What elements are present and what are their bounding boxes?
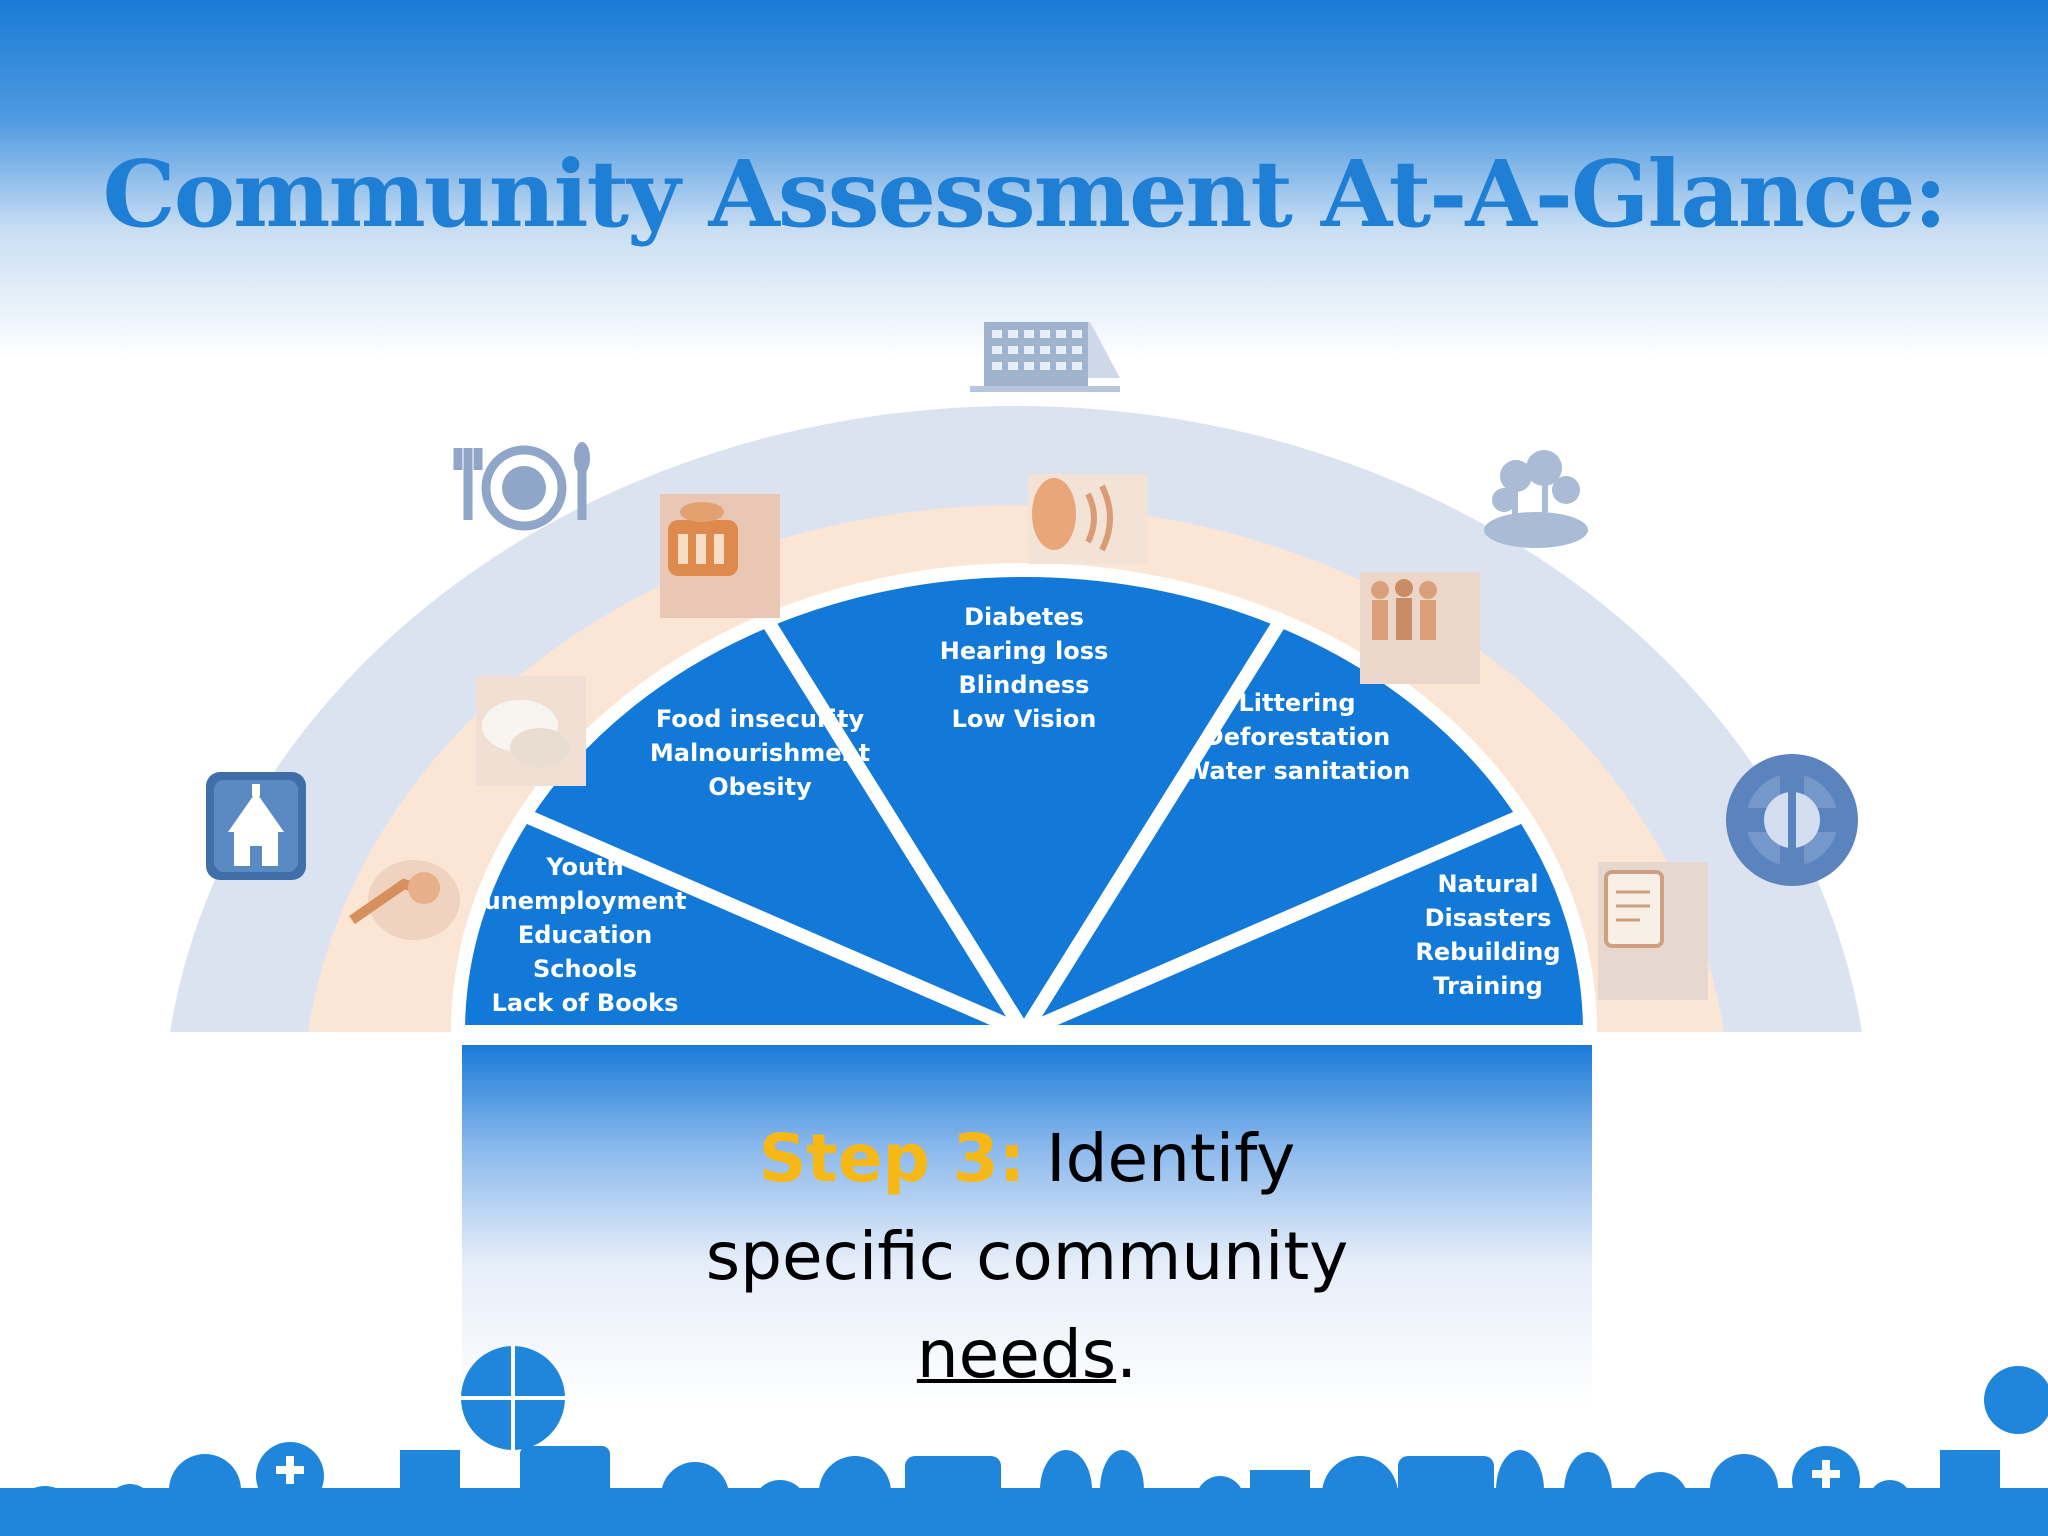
fan-segment-2	[517, 613, 1031, 1039]
school-house-icon	[206, 772, 306, 880]
fan-segment-label-line: Diabetes	[964, 603, 1084, 631]
fan-segment-label-line: Littering	[1238, 689, 1355, 717]
fan-segment-label-line: Hearing loss	[940, 637, 1109, 665]
fan-segment-label-line: Schools	[533, 955, 637, 983]
fan-segment-label-line: Lack of Books	[492, 989, 679, 1017]
fan-segment-label-line: Obesity	[708, 773, 812, 801]
medical-education-icons-strip	[0, 1346, 2048, 1536]
fan-segment-label-line: Disasters	[1425, 904, 1552, 932]
hearing-icon	[1028, 474, 1148, 564]
dinner-plate-icon	[453, 442, 590, 531]
fan-segment-label-line: Food insecurity	[656, 705, 865, 733]
caption-needs: needs	[916, 1316, 1117, 1393]
park-trees-icon	[1484, 450, 1588, 548]
fan-segment-4	[1017, 613, 1531, 1039]
fan-segment-label-line: Rebuilding	[1415, 938, 1560, 966]
caption-line-1: Identify	[1025, 1120, 1296, 1197]
fan-segment-label-line: Blindness	[959, 671, 1090, 699]
people-group-icon	[1360, 572, 1480, 684]
fan-segment-label-line: Natural	[1437, 870, 1538, 898]
fan-segment-5	[1017, 808, 1597, 1039]
caption-panel	[462, 1045, 1592, 1410]
step-label: Step 3	[758, 1120, 999, 1197]
fan-segment-3	[760, 563, 1288, 1039]
fan-segment-label-line: Education	[518, 921, 652, 949]
fan-segment-label-line: Water sanitation	[1184, 757, 1411, 785]
fan-segment-label-line: Deforestation	[1204, 723, 1390, 751]
fan-segment-label-line: Youth	[545, 853, 623, 881]
hospital-building-icon	[970, 322, 1120, 392]
fire-rescue-badge-icon	[1726, 754, 1858, 886]
caption-period: .	[1116, 1316, 1138, 1393]
slide-title: Community Assessment At-A-Glance:	[102, 140, 1948, 248]
fan-segment-label-line: Malnourishment	[650, 739, 870, 767]
step-caption: Step 3: Identify specific community need…	[462, 1110, 1592, 1404]
caption-line-2: specific community	[705, 1218, 1349, 1295]
fan-segment-label-line: Training	[1433, 972, 1543, 1000]
handshake-icon	[349, 860, 460, 940]
step-colon: :	[998, 1120, 1026, 1197]
fan-segment-label-line: Low Vision	[952, 705, 1097, 733]
clipboard-icon	[1598, 862, 1708, 1000]
food-basket-icon	[660, 494, 780, 618]
volunteer-hands-icon	[476, 676, 586, 786]
fan-segment-label-line: unemployment	[484, 887, 687, 915]
